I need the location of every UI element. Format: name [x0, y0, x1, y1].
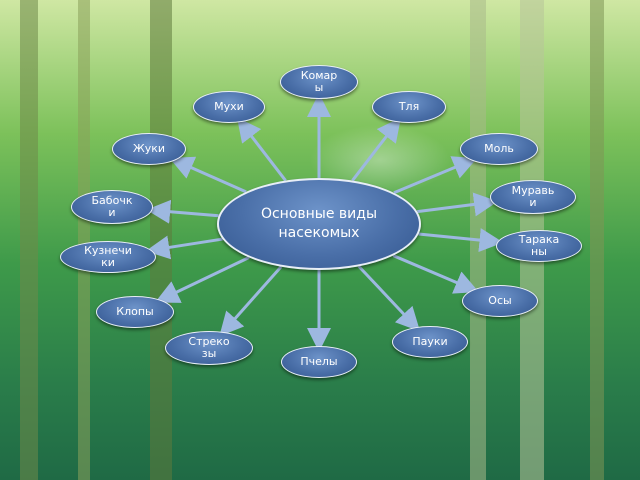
node-label-line: ы	[314, 81, 324, 94]
node-label-line: Тля	[398, 100, 420, 113]
node-zhuki: Жуки	[112, 133, 186, 165]
tree-trunk	[590, 0, 604, 480]
node-label-line: Муравь	[511, 184, 555, 197]
arrow-mukhi	[236, 117, 287, 182]
arrow-klopy	[154, 256, 250, 303]
arrows-group	[145, 93, 504, 352]
node-label-line: Пауки	[412, 335, 448, 348]
center-label: Основные виды насекомых	[261, 205, 377, 243]
center-label-line1: Основные виды	[260, 206, 378, 222]
node-label: Тля	[399, 101, 419, 113]
center-node: Основные виды насекомых	[217, 178, 421, 270]
water-ripple	[310, 125, 450, 195]
node-label: Осы	[488, 295, 511, 307]
node-label-line: и	[529, 196, 537, 209]
arrow-strekozy	[219, 265, 283, 337]
arrow-zhuki	[169, 156, 247, 194]
arrow-muravyi	[417, 192, 498, 217]
node-label-line: Тарака	[518, 233, 560, 246]
arrow-babochki	[146, 199, 219, 224]
node-label: Мухи	[214, 101, 244, 113]
node-label-line: Жуки	[132, 142, 166, 155]
node-label-line: Комар	[300, 69, 338, 82]
node-label-line: Бабочк	[91, 194, 133, 207]
node-osy: Осы	[462, 285, 538, 317]
node-label-line: Стреко	[188, 335, 230, 348]
arrow-tlya	[351, 117, 401, 182]
node-label-line: ны	[531, 245, 547, 258]
arrow-osy	[392, 254, 479, 294]
node-mukhi: Мухи	[193, 91, 265, 123]
center-label-line2: насекомых	[278, 225, 360, 241]
node-label: Пчелы	[300, 356, 337, 368]
tree-trunk	[150, 0, 172, 480]
node-label-line: Мухи	[214, 100, 244, 113]
arrow-kuznechiki	[145, 235, 223, 260]
node-label-line: Моль	[484, 142, 514, 155]
node-label: Жуки	[133, 143, 165, 155]
node-label-line: ки	[101, 256, 115, 269]
node-pauki: Пауки	[392, 326, 468, 358]
tree-trunk	[20, 0, 38, 480]
node-label-line: Кузнечи	[84, 244, 132, 257]
node-label: Пауки	[412, 336, 447, 348]
node-label-line: зы	[201, 347, 217, 360]
node-label: Клопы	[116, 306, 153, 318]
node-pchely: Пчелы	[281, 346, 357, 378]
node-label-line: Пчелы	[300, 355, 338, 368]
node-label: Моль	[484, 143, 514, 155]
arrow-pauki	[357, 265, 421, 332]
arrow-tarakany	[418, 228, 504, 252]
node-label-line: Осы	[488, 294, 512, 307]
node-klopy: Клопы	[96, 296, 174, 328]
node-tlya: Тля	[372, 91, 446, 123]
node-label-line: и	[108, 206, 116, 219]
node-label-line: Клопы	[116, 305, 154, 318]
node-mol: Моль	[460, 133, 538, 165]
tree-trunk	[78, 0, 90, 480]
arrow-mol	[393, 156, 478, 195]
